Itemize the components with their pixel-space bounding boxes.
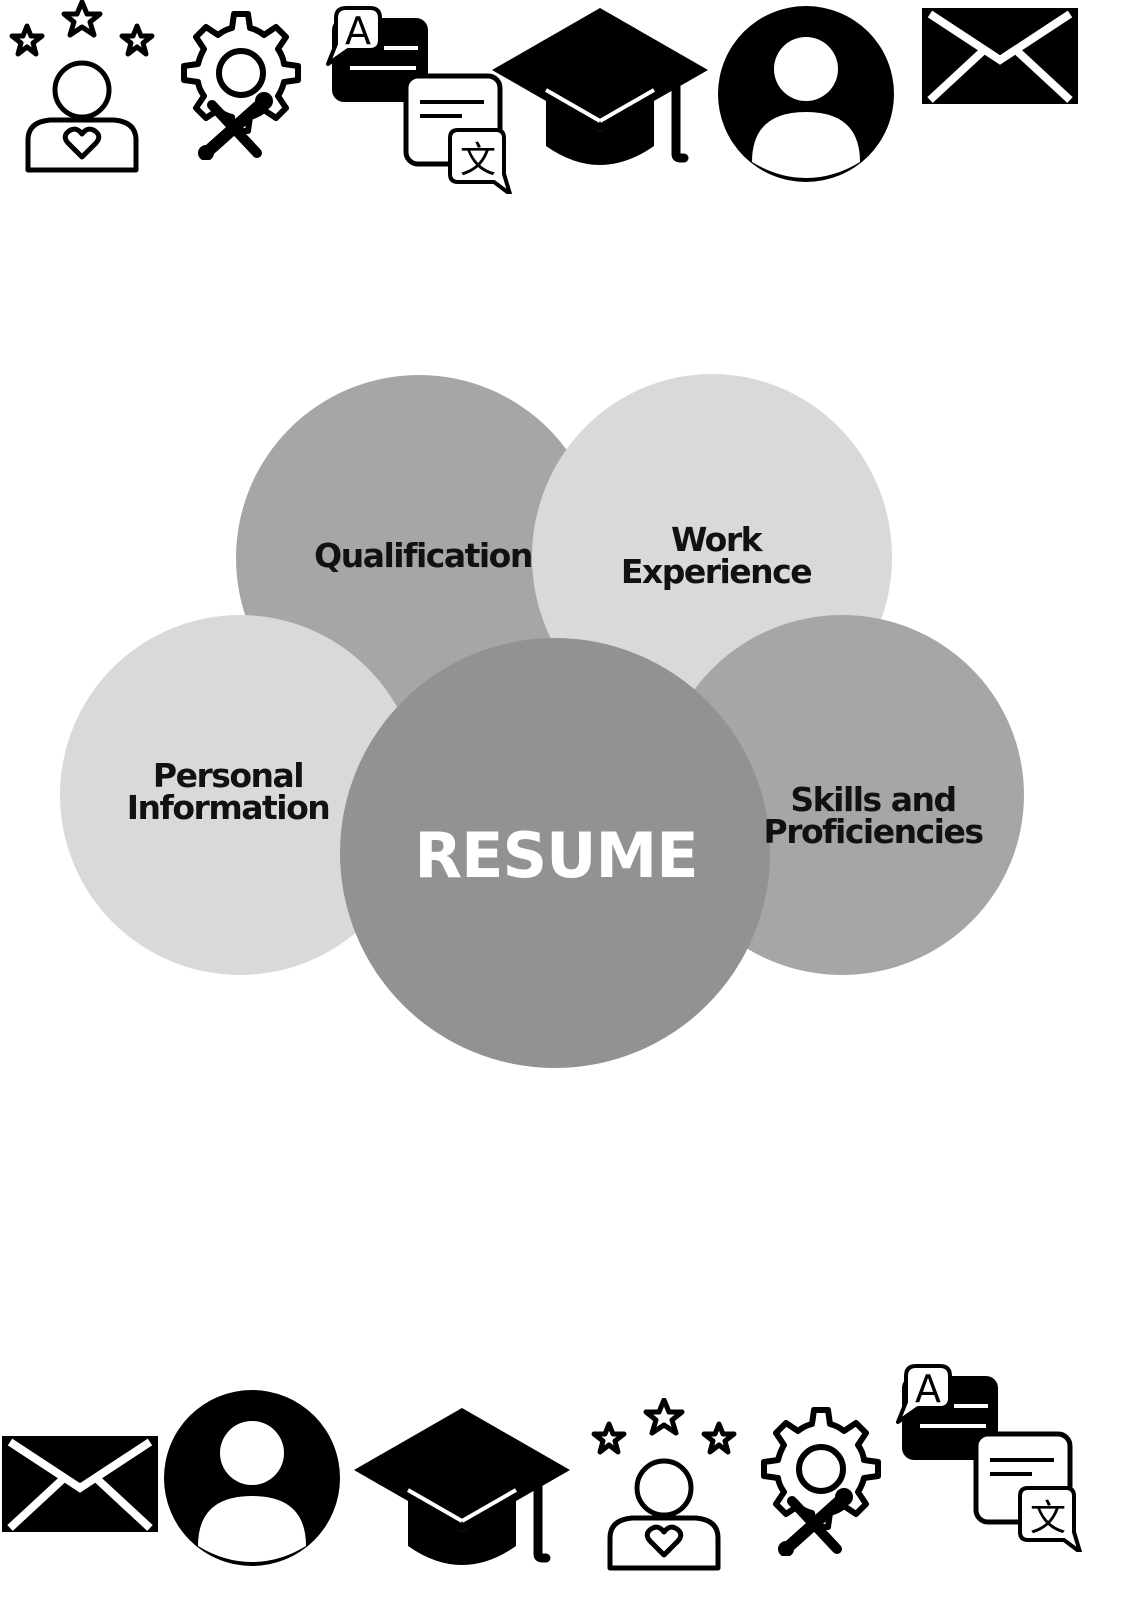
rated-person-icon (584, 1398, 744, 1578)
gear-tools-icon (172, 10, 302, 160)
skills-label-line: Proficiencies (763, 812, 984, 851)
mail-icon (922, 8, 1078, 104)
skills-label: Skills and Proficiencies (763, 780, 984, 851)
personal-information-label: Personal Information (126, 756, 331, 827)
personal-information-label-line: Information (126, 788, 331, 827)
user-avatar-icon (716, 4, 896, 184)
user-avatar-icon (162, 1388, 342, 1568)
skills-label-line: Skills and (790, 780, 957, 819)
graduation-cap-icon (352, 1406, 572, 1571)
qualification-label-line: Qualification (314, 536, 533, 575)
graduation-cap-icon (490, 6, 710, 171)
translate-icon (322, 4, 512, 194)
work-experience-label-line: Experience (620, 552, 813, 591)
work-experience-label: Work Experience (620, 520, 813, 591)
resume-title: RESUME (414, 819, 698, 892)
work-experience-label-line: Work (670, 520, 763, 559)
qualification-label: Qualification (314, 536, 533, 575)
gear-tools-icon (752, 1406, 882, 1556)
mail-icon (2, 1436, 158, 1532)
resume-center-circle (340, 638, 770, 1068)
personal-information-label-line: Personal (152, 756, 305, 795)
translate-icon (892, 1362, 1082, 1552)
rated-person-icon (2, 0, 162, 180)
